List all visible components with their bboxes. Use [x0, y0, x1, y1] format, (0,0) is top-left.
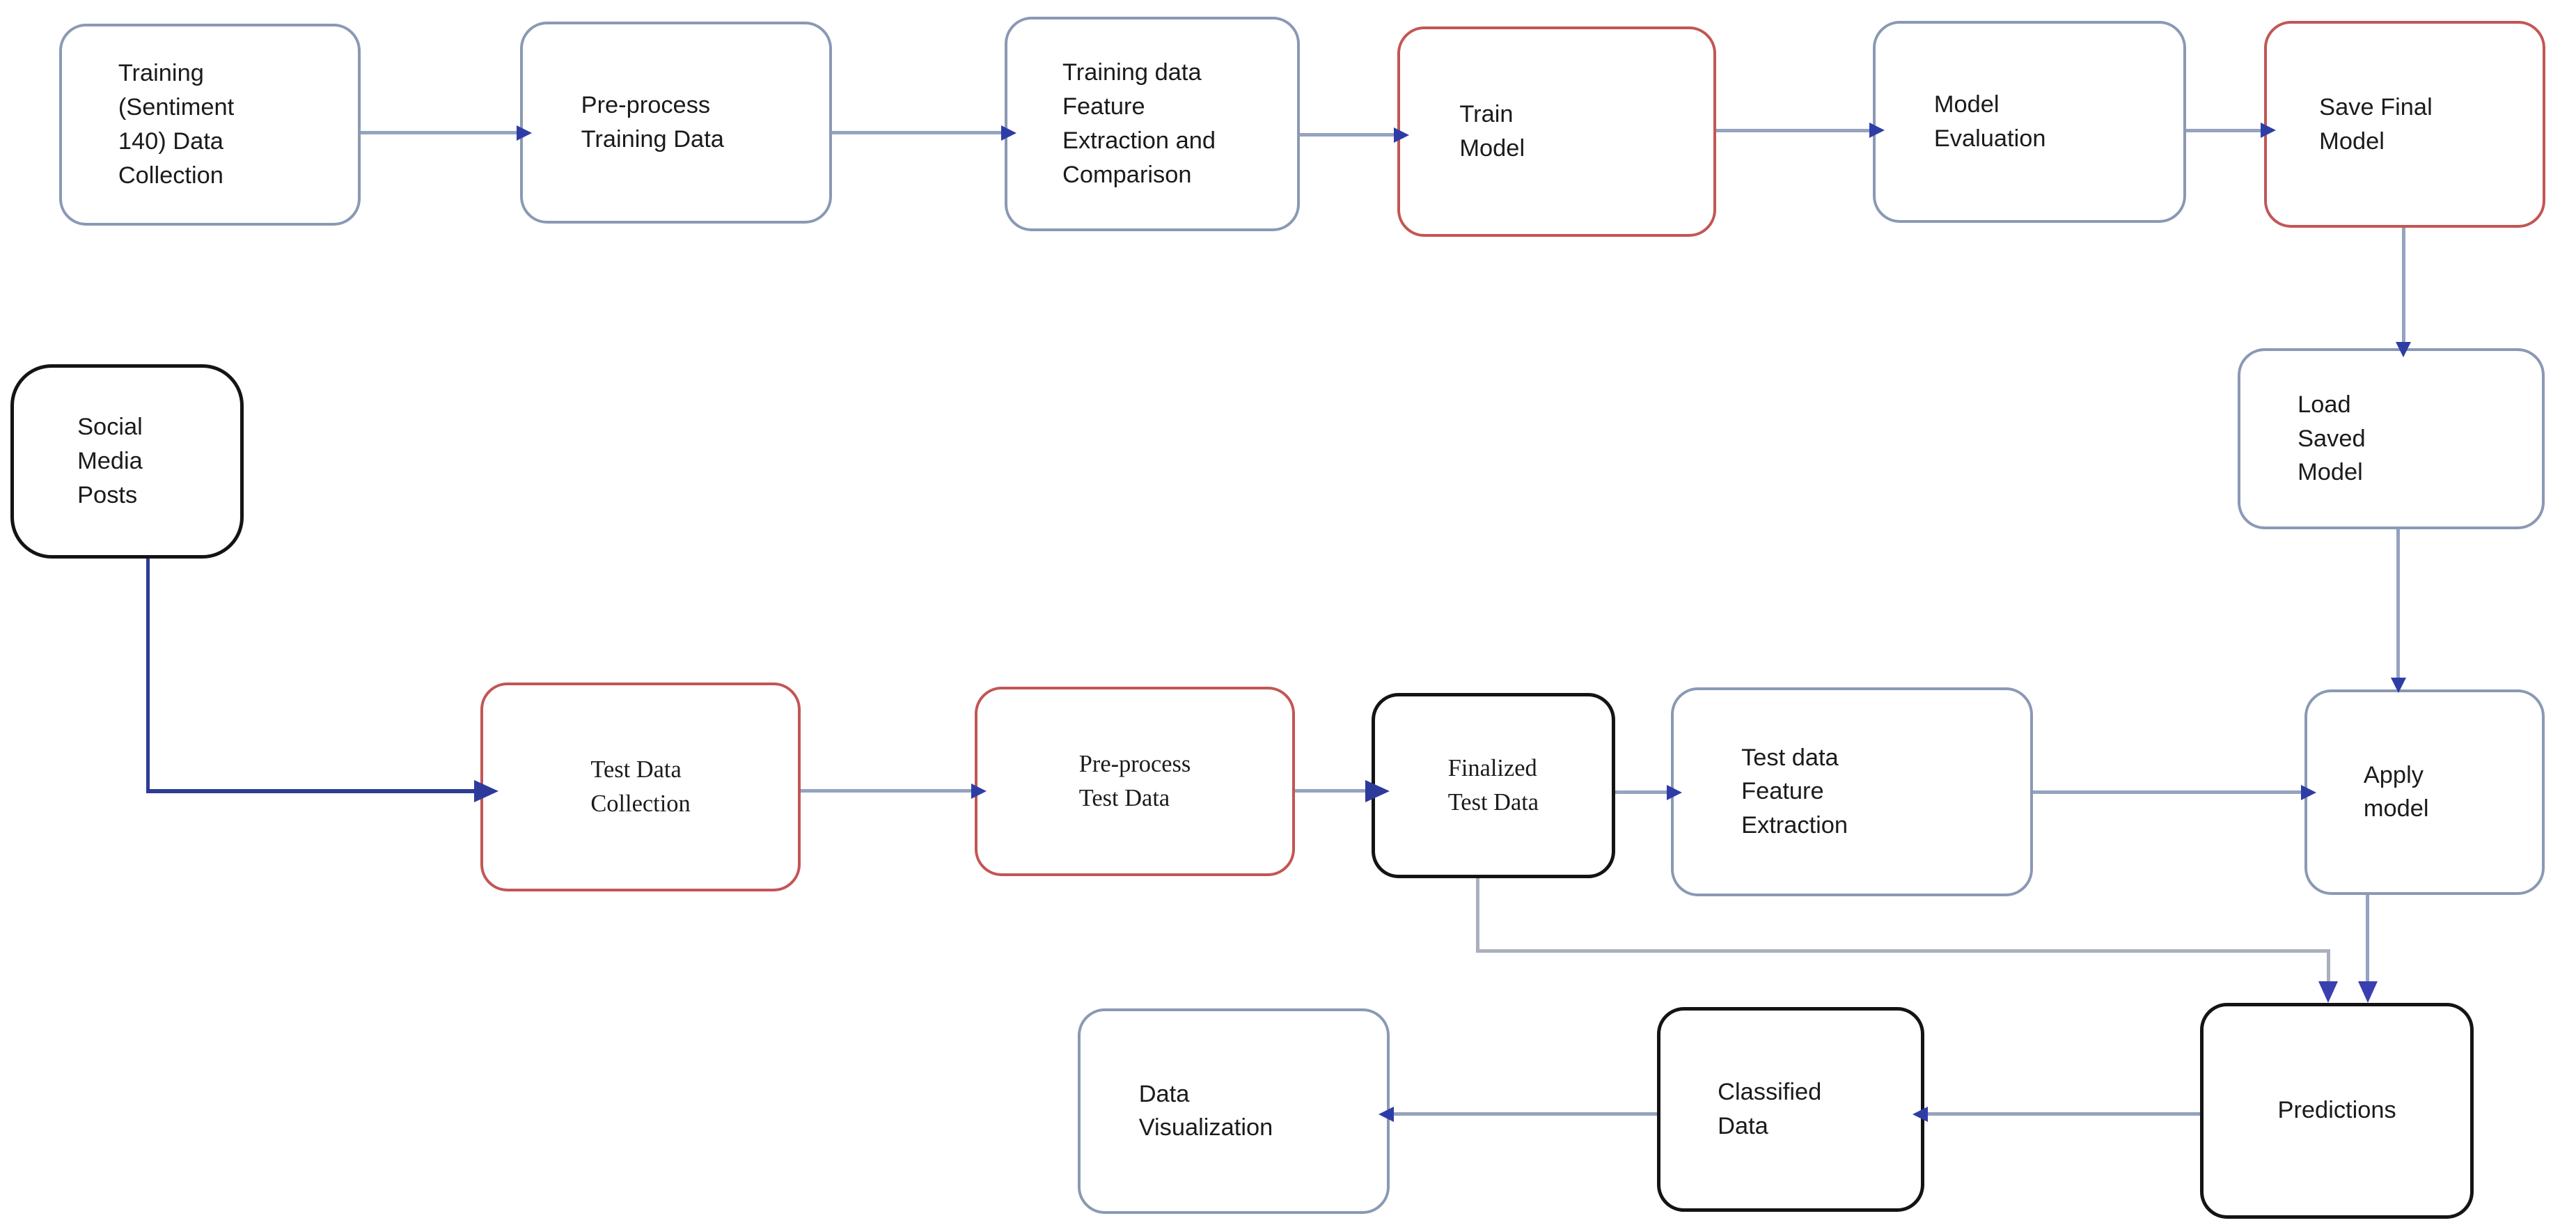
node-label: Training data Feature Extraction and Com…	[1062, 59, 1216, 188]
connector-preprocess-to-finalized	[1294, 779, 1390, 802]
node-save-final-model: Save Final Model	[2263, 21, 2545, 228]
node-label: Pre-process Training Data	[581, 92, 724, 153]
connector-classified-to-dataviz	[1378, 1106, 1658, 1122]
node-label: Test data Feature Extraction	[1741, 744, 1848, 839]
connector-finalized-to-predictions	[2318, 949, 2339, 1003]
connector-finalized-down	[1476, 878, 1480, 950]
arrow-right-icon	[1869, 123, 1885, 139]
arrow-down-icon	[2357, 981, 2378, 1003]
connector-save-to-load	[2396, 228, 2412, 357]
connector-feature-to-train	[1300, 127, 1409, 143]
arrow-right-icon	[2260, 123, 2276, 139]
arrow-right-icon	[1365, 779, 1390, 802]
node-training-data-collection: Training (Sentiment 140) Data Collection	[59, 23, 361, 226]
node-label: Pre-process Test Data	[1078, 751, 1191, 812]
node-predictions: Predictions	[2200, 1002, 2474, 1219]
arrow-down-icon	[2390, 678, 2406, 694]
node-finalized-test-data: Finalized Test Data	[1371, 693, 1615, 879]
node-label: Finalized Test Data	[1447, 755, 1539, 816]
arrow-right-icon	[473, 780, 498, 803]
connector-evaluation-to-save	[2185, 123, 2276, 139]
node-label: Training (Sentiment 140) Data Collection	[118, 60, 235, 189]
node-load-saved-model: Load Saved Model	[2237, 348, 2545, 529]
arrow-right-icon	[2300, 784, 2316, 800]
connector-preprocess-to-feature	[832, 125, 1016, 141]
connector-train-to-evaluation	[1715, 123, 1885, 139]
node-label: Social Media Posts	[77, 414, 143, 508]
connector-social-to-testcollection	[146, 780, 498, 803]
node-classified-data: Classified Data	[1656, 1006, 1924, 1212]
node-training-feature-extraction: Training data Feature Extraction and Com…	[1005, 17, 1301, 231]
connector-finalized-to-testfeature	[1615, 784, 1683, 800]
node-label: Train Model	[1459, 101, 1525, 162]
connector-social-vertical	[146, 559, 150, 790]
connector-load-to-apply	[2390, 529, 2406, 694]
node-test-data-collection: Test Data Collection	[480, 683, 801, 892]
node-social-media-posts: Social Media Posts	[10, 364, 244, 559]
connector-testcollection-to-preprocess	[800, 783, 987, 799]
node-label: Data Visualization	[1138, 1080, 1273, 1141]
node-model-evaluation: Model Evaluation	[1872, 21, 2186, 224]
connector-training-to-preprocess	[361, 125, 532, 141]
node-data-visualization: Data Visualization	[1078, 1008, 1390, 1214]
connector-finalized-across	[1476, 949, 2327, 953]
node-label: Load Saved Model	[2298, 391, 2366, 486]
arrow-right-icon	[971, 783, 987, 799]
connector-testfeature-to-apply	[2033, 784, 2316, 800]
node-label: Model Evaluation	[1933, 91, 2046, 153]
connector-apply-to-predictions	[2357, 894, 2378, 1003]
node-label: Classified Data	[1718, 1079, 1822, 1139]
node-preprocess-test-data: Pre-process Test Data	[975, 687, 1295, 877]
arrow-right-icon	[1393, 127, 1409, 143]
arrow-right-icon	[1000, 125, 1016, 141]
node-label: Save Final Model	[2319, 93, 2433, 155]
arrow-left-icon	[1913, 1106, 1929, 1122]
arrow-left-icon	[1378, 1106, 1394, 1122]
node-label: Predictions	[2277, 1097, 2396, 1124]
connector-predictions-to-classified	[1913, 1106, 2200, 1122]
arrow-right-icon	[1667, 784, 1683, 800]
arrow-right-icon	[516, 125, 532, 141]
node-preprocess-training-data: Pre-process Training Data	[520, 21, 833, 224]
node-label: Test Data Collection	[590, 756, 691, 817]
node-label: Apply model	[2363, 761, 2429, 822]
arrow-down-icon	[2396, 341, 2412, 357]
node-apply-model: Apply model	[2304, 689, 2545, 895]
node-train-model: Train Model	[1397, 26, 1716, 237]
node-test-feature-extraction: Test data Feature Extraction	[1670, 687, 2033, 896]
arrow-down-icon	[2318, 981, 2339, 1003]
